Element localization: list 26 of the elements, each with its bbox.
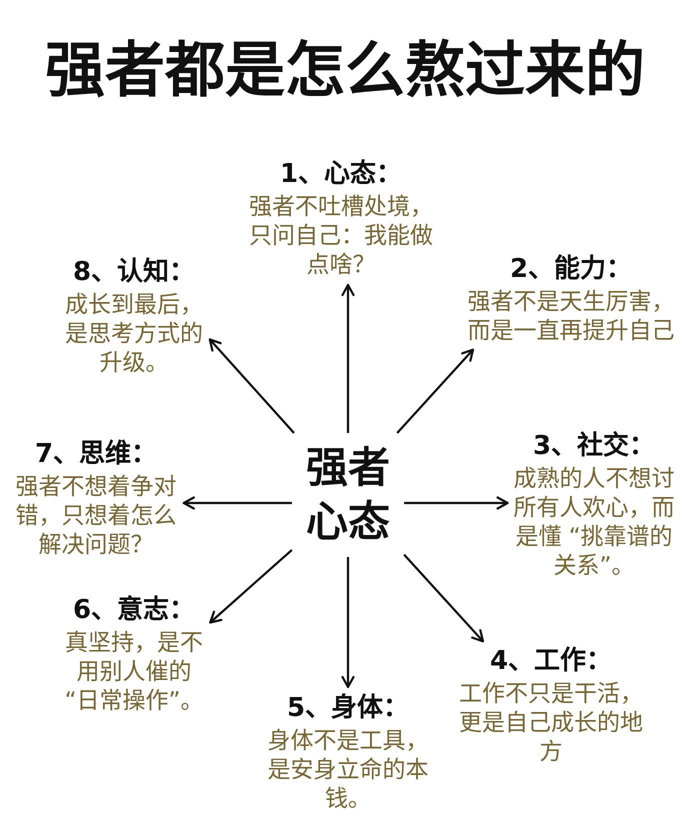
item-heading: 6、意志： [72,594,196,626]
item-heading: 1、心态： [280,158,402,190]
center-label: 强者心态 [292,433,404,557]
item-heading: 2、能力： [510,253,632,285]
arrow [404,496,509,510]
arrow [396,348,474,434]
title: 强者都是怎么熬过来的 [45,38,645,104]
item-description: 强者不想着争对错，只想着怎么解决问题？ [14,473,178,560]
item-description: 成熟的人不想讨所有人欢心，而是懂 “挑靠谱的关系”。 [512,465,676,581]
item-description: 成长到最后，是思考方式的升级。 [64,291,204,378]
arrow [341,284,355,433]
item-description: 强者不吐槽处境，只问自己：我能做点啥？ [248,193,434,280]
item-description: 工作不只是干活，更是自己成长的地方 [458,680,644,767]
item-heading: 7、思维： [34,438,158,470]
arrow [209,549,293,624]
item-heading: 8、认知： [72,256,196,288]
arrow [182,496,292,510]
item-heading: 4、工作： [490,645,612,677]
arrow [208,338,295,434]
arrow [341,557,355,688]
item-description: 身体不是工具，是安身立命的本钱。 [266,727,430,814]
item-description: 强者不是天生厉害，而是一直再提升自己 [466,288,676,346]
item-description: 真坚持，是不用别人催的“日常操作”。 [64,629,204,716]
arrow [403,554,484,642]
item-heading: 3、社交： [532,430,656,462]
item-heading: 5、身体： [286,692,410,724]
